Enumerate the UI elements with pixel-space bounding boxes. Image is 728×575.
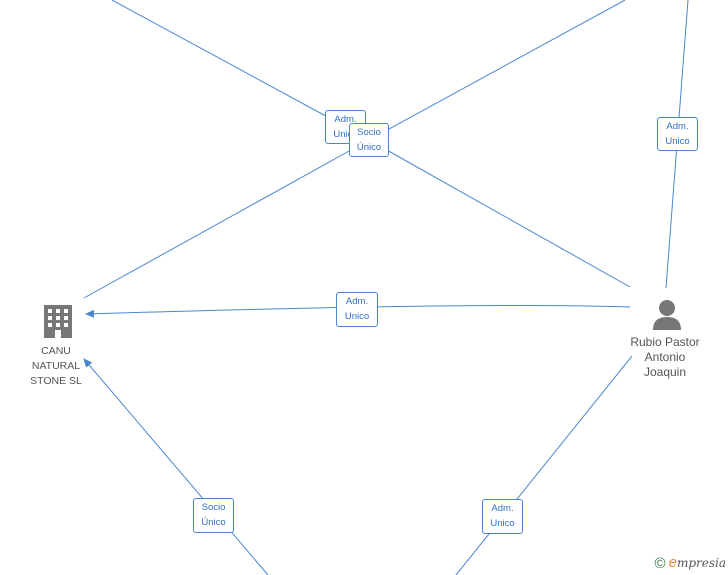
edge-hub-to-person xyxy=(368,139,631,288)
edge-label-line: Unico xyxy=(344,311,370,322)
edge-label-line: Único xyxy=(356,142,382,153)
person-label-line: Rubio Pastor xyxy=(630,335,700,349)
edge-bottom-to-company xyxy=(83,358,269,575)
copyright-icon: © xyxy=(654,555,666,572)
edge-label-bottom-right-adm-unico[interactable]: Adm. Unico xyxy=(482,499,523,534)
edge-label-line: Unico xyxy=(490,518,515,529)
company-label-line: CANU xyxy=(41,345,71,357)
company-label-line: STONE SL xyxy=(30,375,82,387)
company-label[interactable]: CANU NATURAL STONE SL xyxy=(18,344,94,389)
person-icon xyxy=(652,299,682,335)
empresia-watermark[interactable]: ©empresia xyxy=(655,554,726,572)
edge-label-line: Socio xyxy=(201,502,226,513)
edge-label-line: Adm. xyxy=(666,121,689,132)
edge-person-to-company xyxy=(85,305,631,318)
edge-label-right-adm-unico[interactable]: Adm. Unico xyxy=(657,117,698,151)
person-label[interactable]: Rubio Pastor Antonio Joaquin xyxy=(618,335,712,380)
company-label-line: NATURAL xyxy=(31,360,81,372)
person-label-line: Joaquin xyxy=(643,365,687,379)
building-icon xyxy=(43,304,73,343)
edge-label-line: Unico xyxy=(333,129,358,140)
edge-label-bottom-left-socio-unico[interactable]: Socio Único xyxy=(193,498,234,533)
edge-top-right-to-hub xyxy=(368,0,626,141)
edge-label-line: Adm. xyxy=(345,296,369,307)
edge-label-line: Unico xyxy=(665,136,690,147)
edge-label-line: Adm. xyxy=(491,503,514,514)
edge-label-top-socio-unico[interactable]: Socio Único xyxy=(349,123,389,157)
edge-top-left-to-hub xyxy=(111,0,347,128)
edge-label-center-adm-unico[interactable]: Adm. Unico xyxy=(336,292,378,327)
brand-name: mpresia xyxy=(676,556,726,570)
brand-initial: e xyxy=(668,554,677,571)
edge-bottom-to-person xyxy=(455,355,633,575)
edge-label-line: Único xyxy=(201,517,226,528)
edge-hub-to-company xyxy=(83,139,370,299)
edge-label-line: Socio xyxy=(357,127,381,138)
person-label-line: Antonio xyxy=(644,350,686,364)
edge-label-line: Adm. xyxy=(334,114,357,125)
